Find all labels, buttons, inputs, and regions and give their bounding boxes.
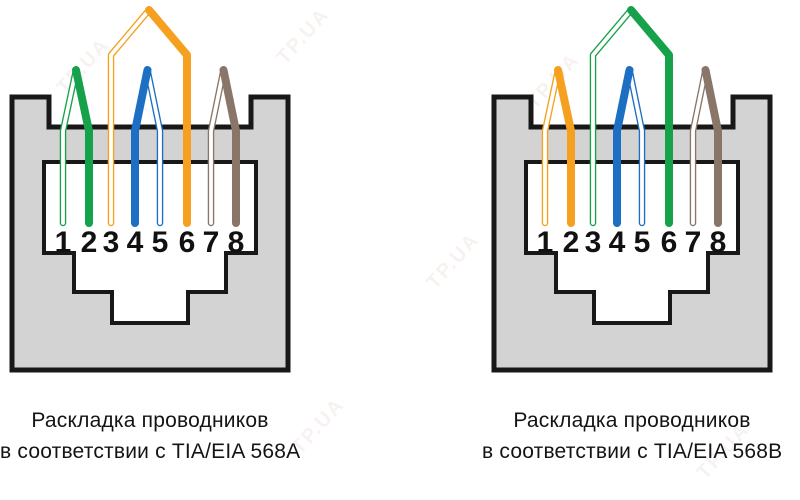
- wire-white-green-pin-3-stripe: [591, 8, 633, 225]
- pin-number-5: 5: [634, 226, 651, 259]
- caption-568b-line1: Раскладка проводников: [513, 409, 751, 432]
- pin-number-6: 6: [661, 226, 678, 259]
- pin-number-7: 7: [203, 226, 220, 259]
- caption-568b-line2: в соответствии с TIA/EIA 568B: [482, 440, 783, 463]
- pin-number-1: 1: [537, 226, 554, 259]
- contact-window: [42, 160, 258, 325]
- pin-number-1: 1: [55, 226, 72, 259]
- wire-blue-pin-4: [613, 66, 634, 227]
- wire-green-pin-6: [627, 6, 673, 227]
- wire-white-green-pin-1-stripe: [61, 68, 78, 225]
- pin-number-8: 8: [710, 226, 727, 259]
- wire-green-pin-2: [72, 66, 93, 227]
- wire-orange-pin-2: [554, 66, 575, 227]
- pin-number-2: 2: [563, 226, 580, 259]
- caption-568b: Раскладка проводников в соответствии с T…: [482, 405, 782, 467]
- pin-number-5: 5: [152, 226, 169, 259]
- wire-orange-pin-6: [145, 6, 191, 227]
- wire-white-brown-pin-7-stripe: [691, 68, 708, 225]
- pin-number-2: 2: [81, 226, 98, 259]
- wire-brown-pin-8: [701, 66, 722, 227]
- wire-white-blue-pin-5-stripe: [627, 68, 644, 225]
- caption-568a: Раскладка проводников в соответствии с T…: [0, 405, 300, 467]
- pin-number-6: 6: [179, 226, 196, 259]
- wire-brown-pin-8: [219, 66, 240, 227]
- pin-number-4: 4: [609, 226, 626, 259]
- contact-window: [524, 160, 740, 325]
- watermark-text: TP.UA: [422, 228, 485, 294]
- pin-number-4: 4: [127, 226, 144, 259]
- wire-white-brown-pin-7-stripe: [209, 68, 226, 225]
- pin-number-8: 8: [228, 226, 245, 259]
- wire-white-orange-pin-3-stripe: [109, 8, 151, 225]
- caption-568a-line2: в соответствии с TIA/EIA 568A: [0, 440, 301, 463]
- pin-number-3: 3: [585, 226, 602, 259]
- pin-number-7: 7: [685, 226, 702, 259]
- wire-white-blue-pin-5-stripe: [145, 68, 162, 225]
- wire-white-orange-pin-1-stripe: [543, 68, 560, 225]
- caption-568a-line1: Раскладка проводников: [31, 409, 269, 432]
- wire-blue-pin-4: [131, 66, 152, 227]
- pin-number-3: 3: [103, 226, 120, 259]
